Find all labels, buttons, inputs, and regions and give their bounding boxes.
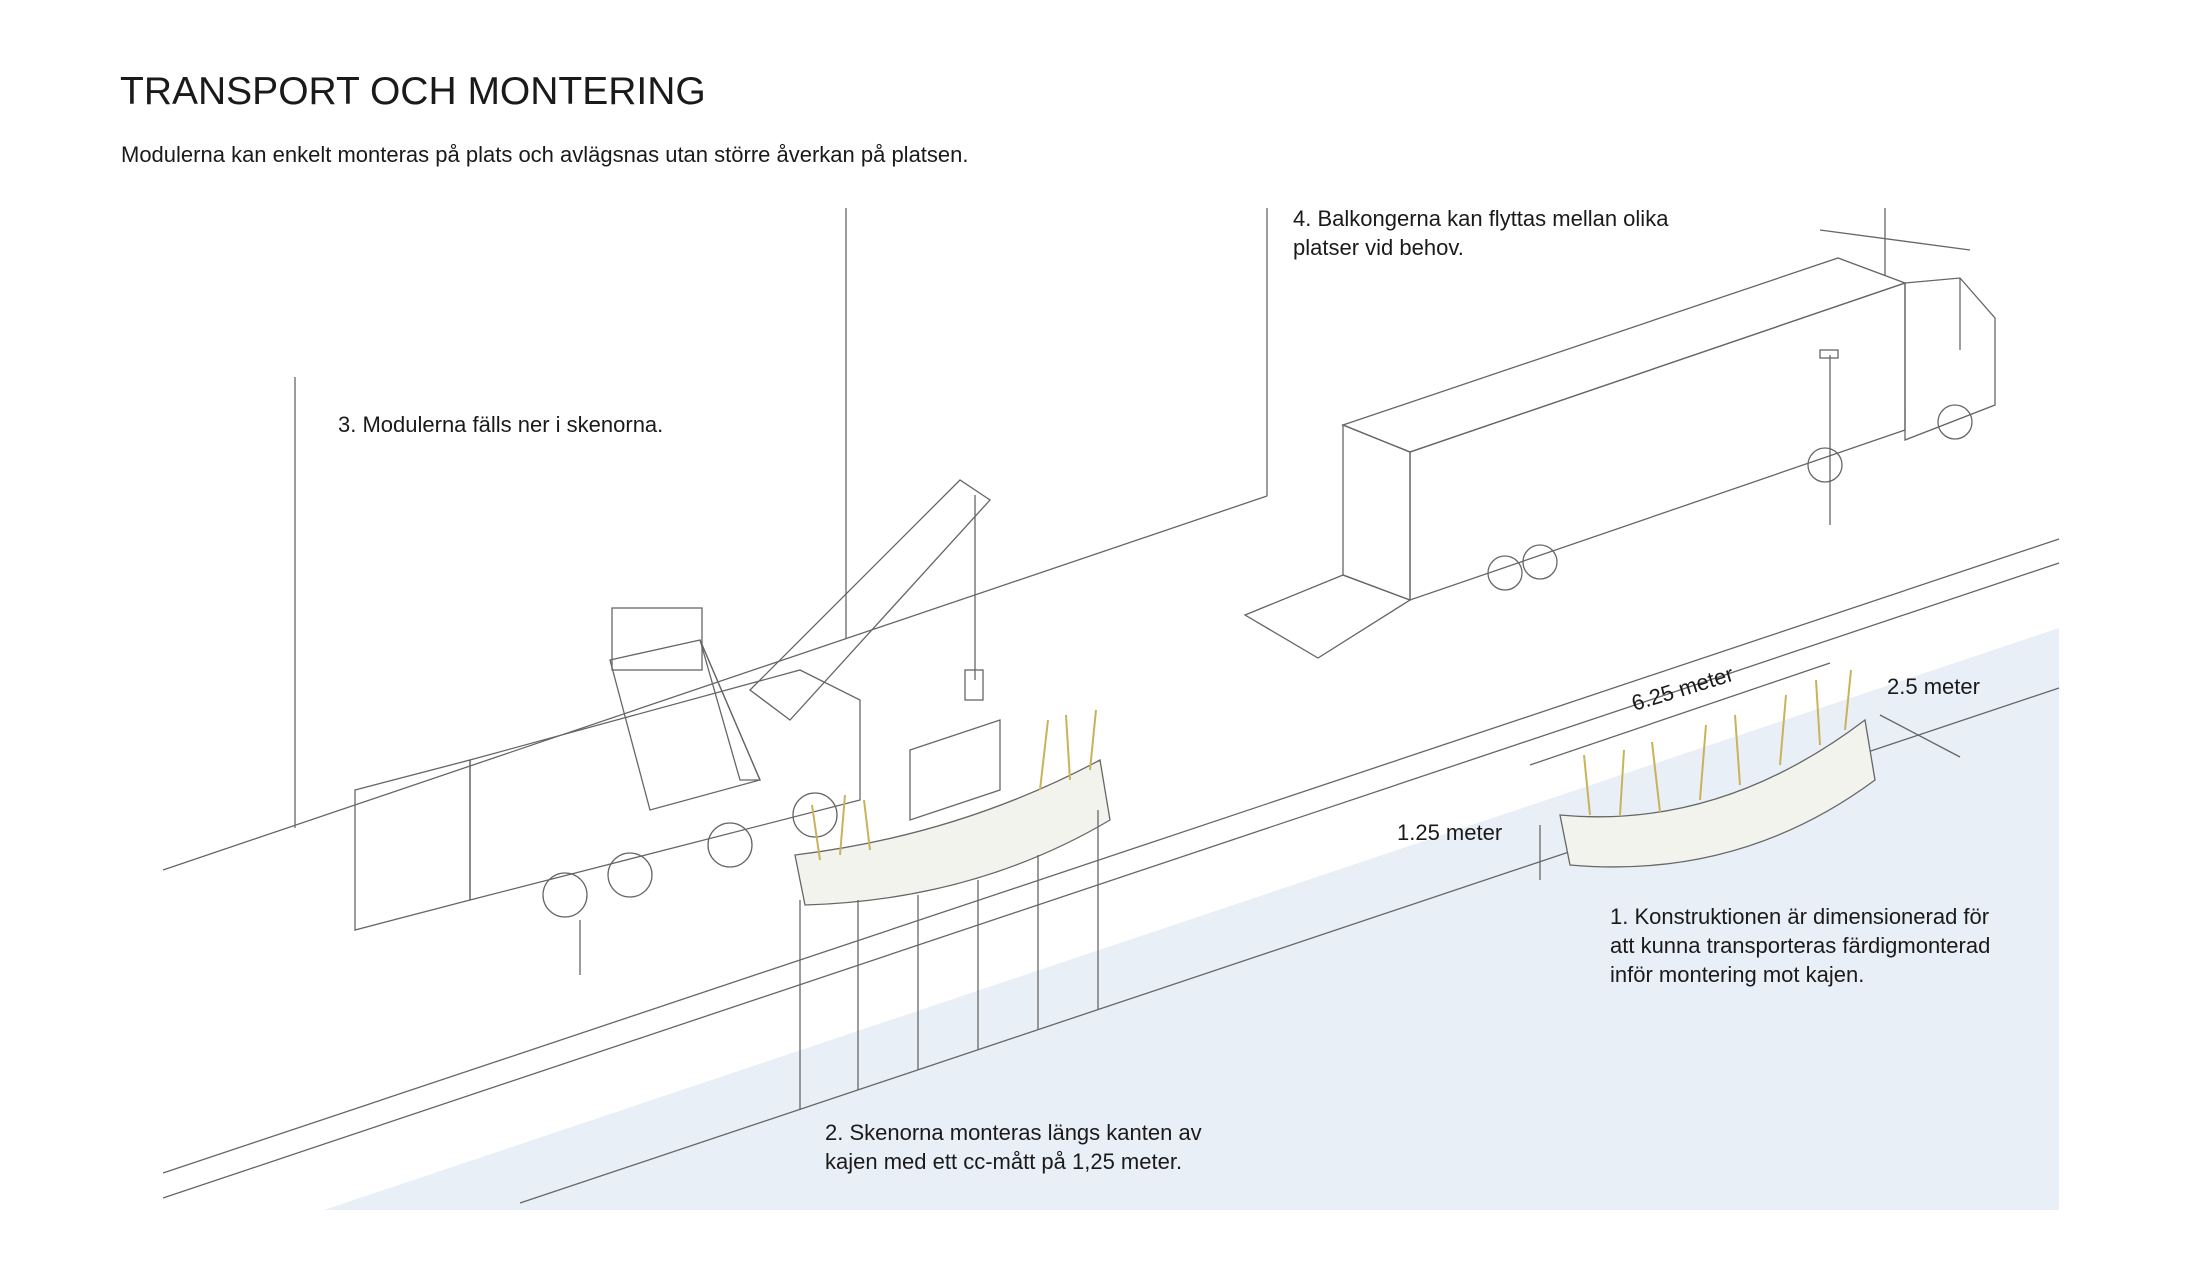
step-2-line: kajen med ett cc-mått på 1,25 meter.: [825, 1149, 1183, 1174]
step-2-label: 2. Skenorna monteras längs kanten av kaj…: [825, 1118, 1202, 1176]
grass: [811, 669, 1852, 861]
step-4-line: platser vid behov.: [1293, 235, 1464, 260]
step-1-line: inför montering mot kajen.: [1610, 962, 1865, 987]
quay-edge: [162, 562, 2060, 1199]
building-base: [162, 495, 1268, 871]
quay-edge: [162, 538, 2060, 1174]
water-area: [324, 628, 2059, 1210]
step-4-label: 4. Balkongerna kan flyttas mellan olika …: [1293, 204, 1668, 262]
step-1-line: 1. Konstruktionen är dimensionerad för: [1610, 904, 1990, 929]
truck-drawing: [1243, 257, 1996, 659]
crane-drawing: [354, 479, 1001, 975]
module-hanging: [794, 758, 1111, 1110]
building-base: [1819, 229, 1971, 251]
step-4-line: 4. Balkongerna kan flyttas mellan olika: [1293, 206, 1669, 231]
step-1-line: att kunna transporteras färdigmonterad: [1610, 933, 1991, 958]
module-installed: [1529, 662, 1961, 880]
step-1-label: 1. Konstruktionen är dimensionerad för a…: [1610, 902, 1990, 989]
dimension-height: 1.25 meter: [1397, 820, 1503, 845]
page-subtitle: Modulerna kan enkelt monteras på plats o…: [121, 142, 969, 167]
page-title: TRANSPORT OCH MONTERING: [120, 70, 706, 113]
step-2-line: 2. Skenorna monteras längs kanten av: [825, 1120, 1202, 1145]
step-3-label: 3. Modulerna fälls ner i skenorna.: [338, 410, 663, 439]
step-3-line: 3. Modulerna fälls ner i skenorna.: [338, 412, 664, 437]
dimension-width: 2.5 meter: [1887, 674, 1980, 699]
